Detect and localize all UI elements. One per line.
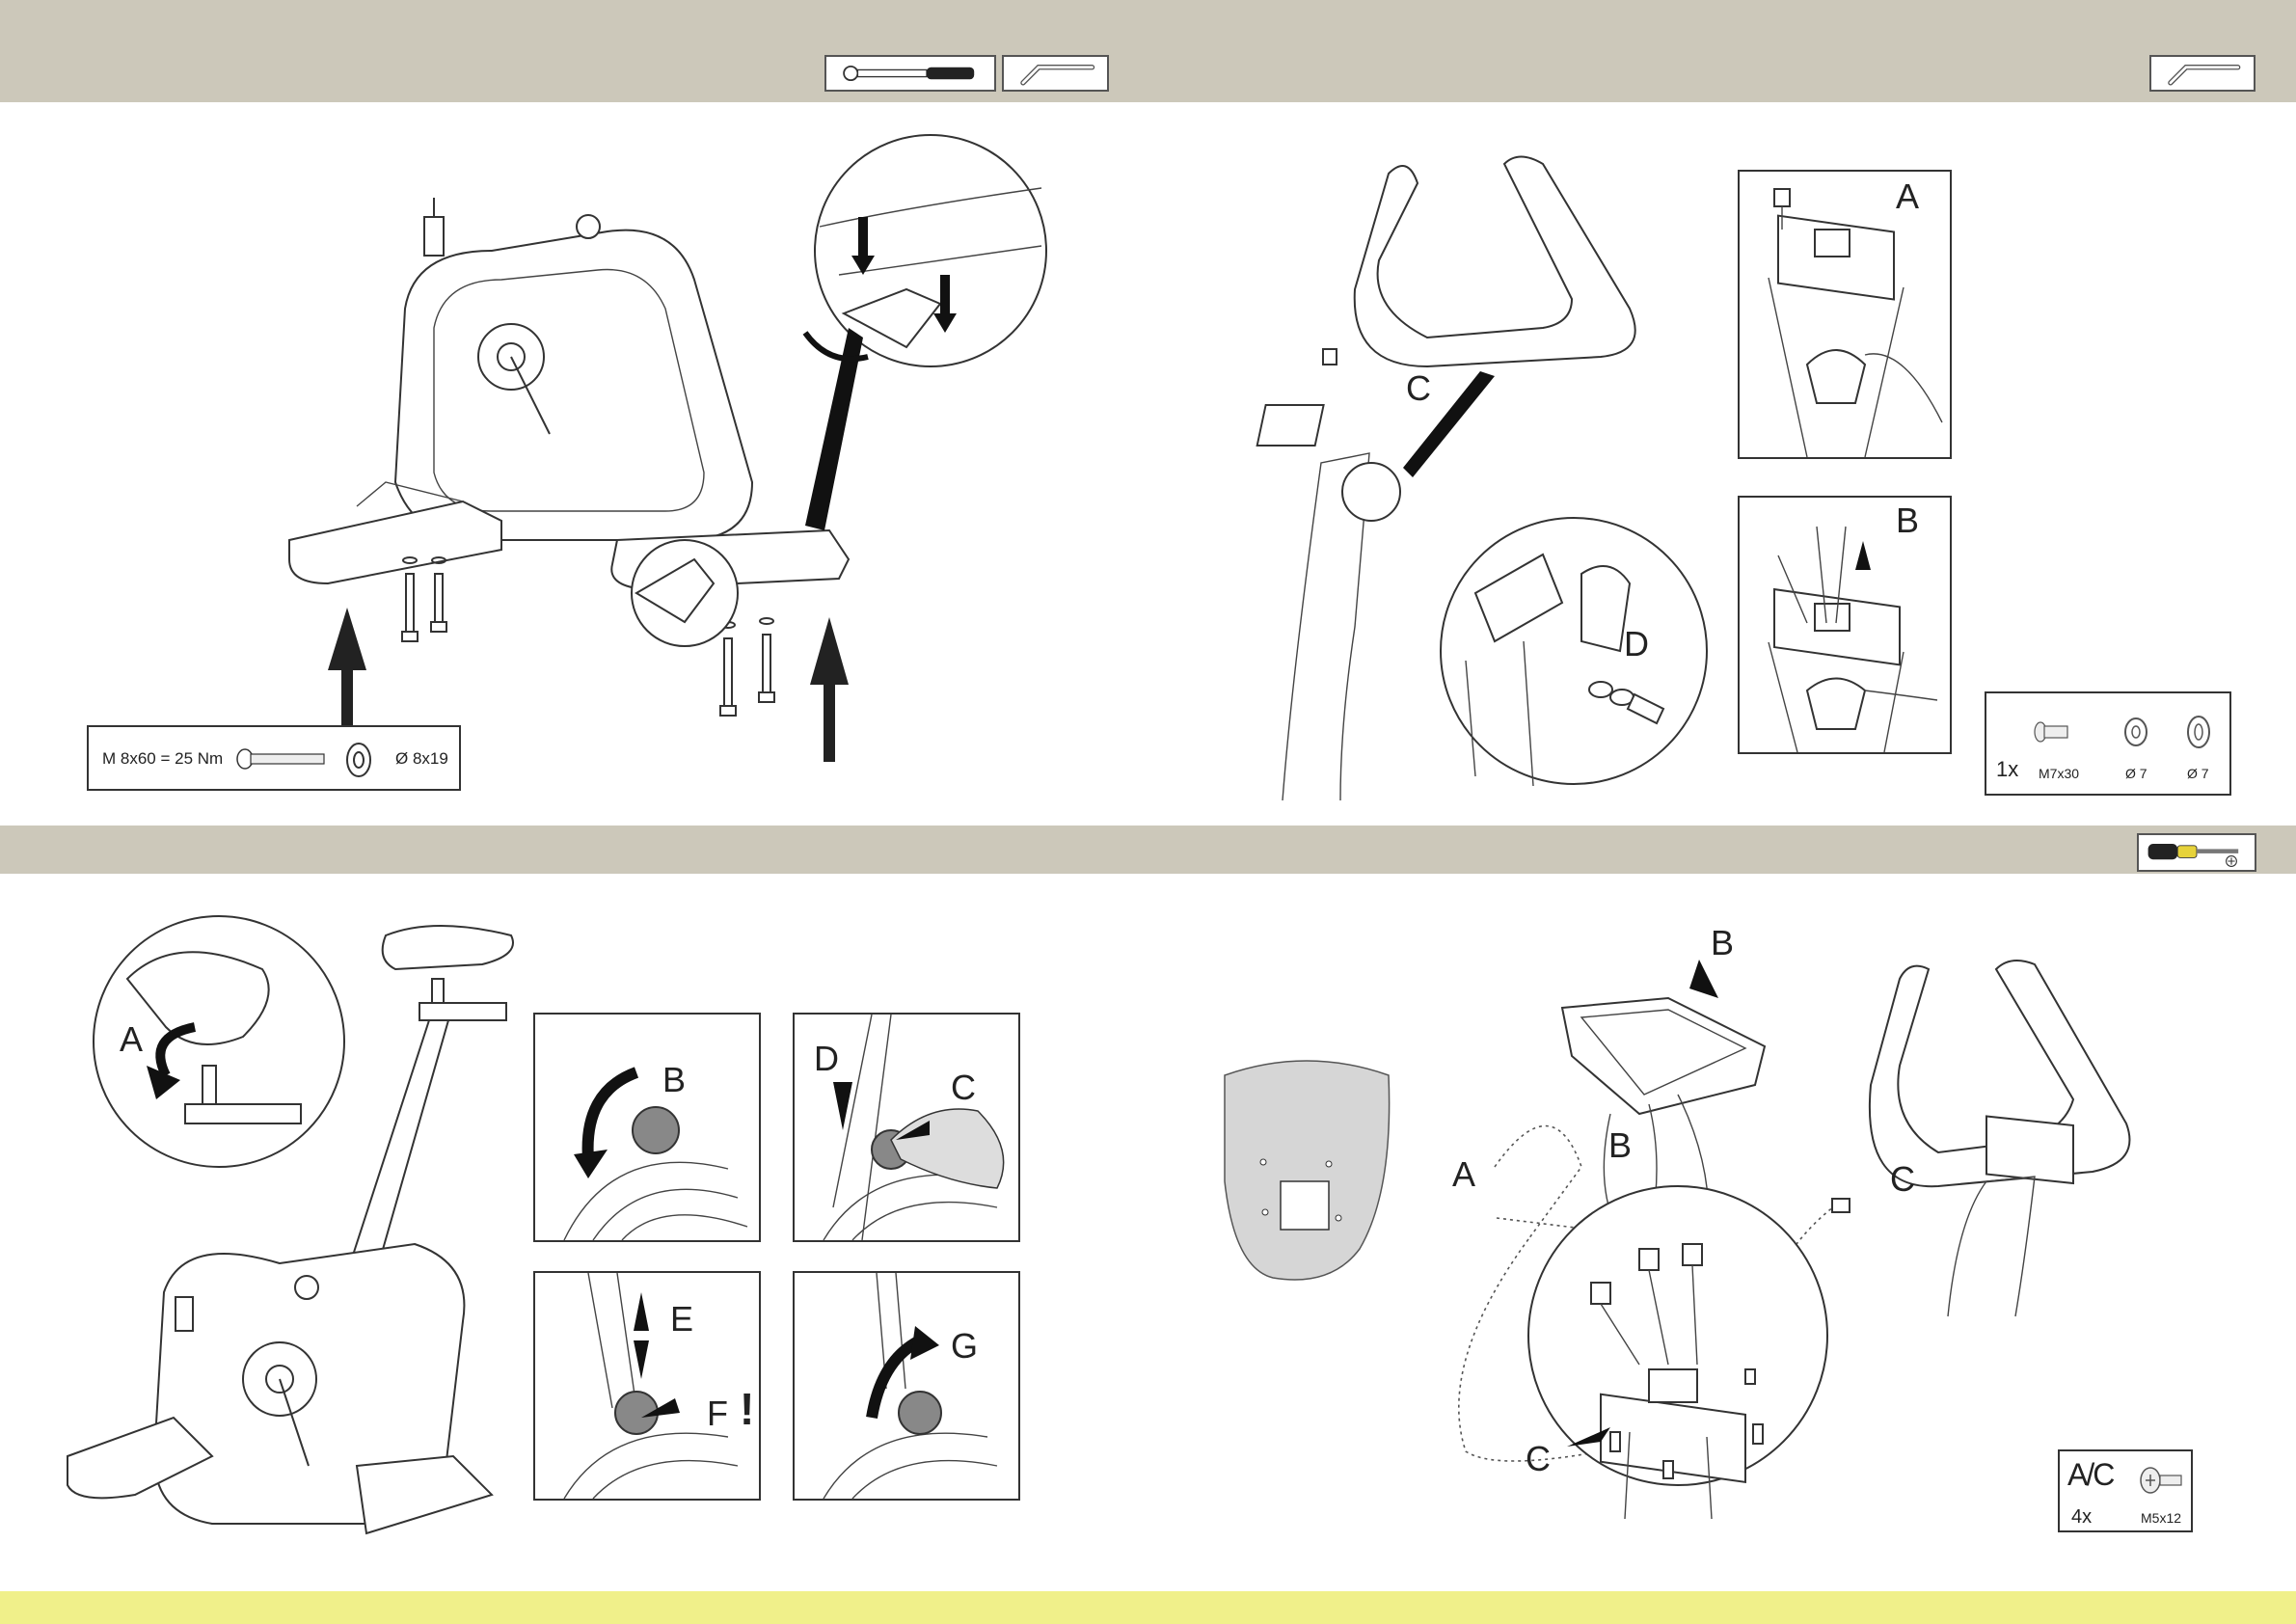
callout-label-d: D — [1624, 627, 1649, 662]
washer-icon — [344, 741, 373, 779]
detail-panel-a: A — [1738, 170, 1952, 459]
detail-panel-ef: E F ! — [533, 1271, 761, 1501]
callout-label-c: C — [1406, 371, 1431, 406]
detail-magnifier-d — [1437, 516, 1712, 786]
callout-label-a: A — [1452, 1157, 1475, 1192]
legend-qty: 4x — [2071, 1507, 2092, 1527]
detail-panel-g: G — [793, 1271, 1020, 1501]
detail-label-c: C — [951, 1070, 976, 1105]
seat-post-illustration — [68, 916, 530, 1533]
detail-label-b: B — [1896, 503, 1919, 538]
hardware-legend-step2: 1x M7x30 Ø 7 Ø 7 — [1985, 691, 2231, 796]
bolt-spec-text: M 8x60 = 25 Nm — [102, 750, 223, 767]
legend-washer1-size: Ø 7 — [2125, 767, 2147, 780]
bolt-spec-legend: M 8x60 = 25 Nm Ø 8x19 — [87, 725, 461, 791]
legend-bolt-size: M7x30 — [2039, 767, 2079, 780]
bolt-washer-set — [395, 555, 453, 661]
callout-label-b: B — [1608, 1128, 1632, 1163]
bolt-icon — [233, 744, 330, 773]
split-washer-icon — [2121, 715, 2150, 749]
detail-label-g: G — [951, 1329, 978, 1364]
warning-mark: ! — [740, 1387, 754, 1431]
bolt-icon — [2033, 715, 2071, 749]
detail-panel-cd: D C — [793, 1013, 1020, 1242]
console-assembly-illustration — [1321, 931, 2160, 1519]
detail-label-b: B — [662, 1063, 686, 1097]
detail-magnifier — [617, 130, 1041, 661]
allen-key-icon — [1002, 55, 1109, 92]
detail-label-f: F — [707, 1396, 728, 1431]
callout-label-b-top: B — [1711, 926, 1734, 961]
washer-icon — [2184, 713, 2213, 751]
hardware-legend-step4: A/C 4x M5x12 — [2058, 1449, 2193, 1532]
detail-label-d: D — [814, 1042, 839, 1076]
detail-panel-b: B — [533, 1013, 761, 1242]
detail-label-e: E — [670, 1302, 693, 1337]
detail-label-a: A — [1896, 179, 1919, 214]
callout-label-c-left: C — [1526, 1442, 1551, 1476]
screwdriver-icon — [2137, 833, 2256, 872]
torque-wrench-icon — [824, 55, 996, 92]
screw-icon — [2137, 1463, 2185, 1498]
legend-qty: 1x — [1996, 759, 2018, 780]
legend-screw-size: M5x12 — [2141, 1511, 2181, 1525]
callout-label-c-right: C — [1890, 1162, 1915, 1197]
header-band-top — [0, 0, 2296, 102]
allen-key-icon — [2149, 55, 2255, 92]
legend-washer2-size: Ø 7 — [2187, 767, 2209, 780]
header-band-middle — [0, 826, 2296, 874]
washer-spec-text: Ø 8x19 — [395, 750, 448, 767]
legend-reference: A/C — [2067, 1459, 2113, 1490]
detail-panel-b: B — [1738, 496, 1952, 754]
footer-band — [0, 1591, 2296, 1624]
arrow-up-icon — [328, 608, 366, 728]
